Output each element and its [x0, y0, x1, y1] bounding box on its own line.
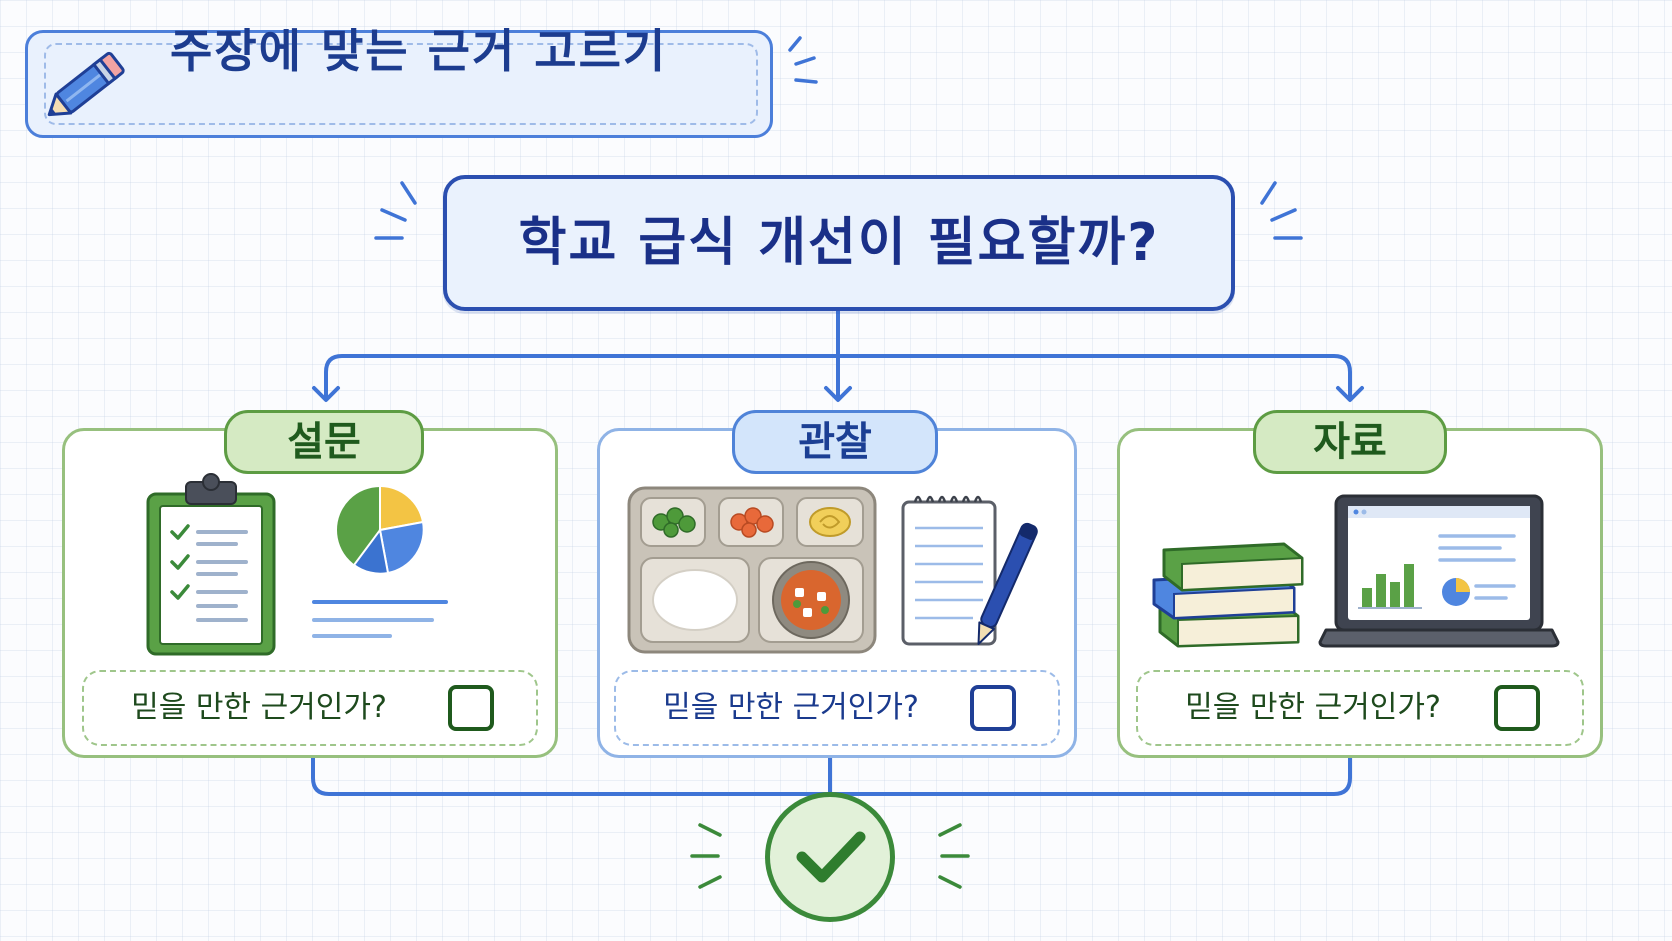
question-box: 학교 급식 개선이 필요할까? — [443, 175, 1235, 311]
check-text: 믿을 만한 근거인가? — [663, 690, 919, 725]
result-check-circle — [765, 792, 895, 922]
page-title: 주장에 맞는 근거 고르기 — [170, 24, 668, 78]
pie-chart-icon — [312, 484, 448, 638]
check-text: 믿을 만한 근거인가? — [1185, 690, 1441, 725]
card-label-data: 자료 — [1253, 410, 1447, 474]
reliability-check-data: 믿을 만한 근거인가? — [1136, 670, 1584, 746]
books-icon — [1152, 542, 1304, 648]
card-label-survey: 설문 — [224, 410, 424, 474]
reliability-check-observation: 믿을 만한 근거인가? — [614, 670, 1060, 746]
lunch-tray-icon — [627, 486, 877, 654]
notepad-pen-icon — [901, 495, 1038, 646]
checkbox[interactable] — [448, 685, 494, 731]
question-text: 학교 급식 개선이 필요할까? — [518, 213, 1160, 273]
reliability-check-survey: 믿을 만한 근거인가? — [82, 670, 538, 746]
pencil-icon — [47, 51, 125, 117]
title-banner — [25, 30, 773, 138]
card-label-observation: 관찰 — [732, 410, 938, 474]
checkmark-icon — [796, 831, 866, 883]
laptop-chart-icon — [1318, 494, 1560, 648]
checkbox[interactable] — [1494, 685, 1540, 731]
checkbox[interactable] — [970, 685, 1016, 731]
check-text: 믿을 만한 근거인가? — [131, 690, 387, 725]
clipboard-checklist-icon — [146, 473, 276, 656]
